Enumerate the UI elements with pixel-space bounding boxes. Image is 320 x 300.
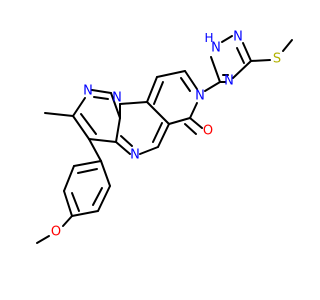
bond-c3a-n4 bbox=[115, 141, 131, 155]
bond-c3a-c3 bbox=[88, 138, 117, 143]
bond-aryl-3-inner bbox=[77, 168, 98, 174]
atom-labels: O N N N N O H N N N S bbox=[51, 30, 281, 240]
bond-s-methyl bbox=[282, 39, 293, 52]
bond-c5a-c9b bbox=[146, 101, 170, 125]
atom-n-triazole-3: N bbox=[224, 74, 234, 89]
atom-n-pyrazole-1: N bbox=[83, 84, 93, 99]
bond-n7-c6 bbox=[189, 102, 198, 119]
bond-tz-c3-n4 bbox=[232, 60, 252, 79]
bond-c2-methyl bbox=[44, 112, 74, 117]
atom-n-pyrimidine: N bbox=[130, 148, 140, 163]
atom-nh-triazole: N bbox=[211, 41, 221, 56]
bonds bbox=[36, 35, 293, 244]
bond-c3-c2 bbox=[72, 115, 90, 140]
bond-aryl-5-inner bbox=[92, 187, 103, 206]
structure-svg: O N N N N O H N N N S bbox=[36, 30, 293, 244]
bond-c9b-c9-inner bbox=[153, 81, 164, 105]
bond-o-aryl bbox=[62, 215, 73, 227]
atom-s-thioether: S bbox=[273, 52, 281, 67]
atom-n-pyrazole-2: N bbox=[112, 91, 122, 106]
atom-n-pyridinone: N bbox=[195, 89, 205, 104]
bond-c9b-n9 bbox=[119, 101, 148, 105]
bond-c9a-c3a bbox=[115, 117, 121, 143]
bond-n1-n9-inner bbox=[93, 96, 109, 100]
bond-aryl-3 bbox=[73, 160, 102, 167]
bond-aryl-5 bbox=[97, 185, 111, 212]
atom-n-triazole-2: N bbox=[233, 30, 243, 45]
bond-c5-c5a-inner bbox=[152, 122, 163, 143]
bond-n7-triazole bbox=[204, 81, 221, 92]
atom-o-carbonyl: O bbox=[203, 124, 213, 139]
bond-aryl-2 bbox=[63, 165, 75, 192]
bond-c8-n7-inner bbox=[180, 77, 191, 92]
bond-tz-n2-c3 bbox=[242, 42, 252, 62]
bond-aryl-c3 bbox=[88, 138, 102, 162]
bond-tz-c5-n1 bbox=[210, 56, 221, 83]
bond-aryl-1 bbox=[63, 190, 73, 217]
bond-aryl-1-inner bbox=[71, 192, 80, 212]
bond-tz-n2-c3-inner bbox=[236, 47, 245, 64]
bond-c9-c8 bbox=[156, 70, 186, 78]
bond-aryl-4 bbox=[100, 160, 111, 187]
bond-c3a-n4-inner bbox=[120, 135, 133, 147]
atom-h-triazole: H bbox=[204, 31, 213, 45]
bond-c8-n7 bbox=[184, 70, 198, 90]
bond-c2-n1 bbox=[72, 97, 86, 117]
bond-n1-n9 bbox=[91, 89, 112, 94]
bond-c3-c2-inner bbox=[80, 113, 97, 135]
bond-c6-o bbox=[189, 117, 203, 129]
bond-c3-s bbox=[250, 59, 271, 62]
bond-c6-c5a bbox=[168, 117, 191, 125]
bond-n9-c9a bbox=[110, 92, 121, 119]
bond-methyl-o bbox=[36, 235, 50, 244]
bond-n4-c5 bbox=[139, 146, 159, 155]
molecule-diagram: O N N N N O H N N N S bbox=[36, 29, 293, 244]
bond-c9b-c9 bbox=[146, 76, 158, 103]
bond-c6-o-inner bbox=[184, 123, 197, 135]
bond-c5-c5a bbox=[157, 123, 170, 148]
bond-tz-n1-n2 bbox=[221, 35, 233, 43]
atom-o-methoxy: O bbox=[51, 225, 61, 240]
bond-aryl-6 bbox=[71, 210, 99, 217]
